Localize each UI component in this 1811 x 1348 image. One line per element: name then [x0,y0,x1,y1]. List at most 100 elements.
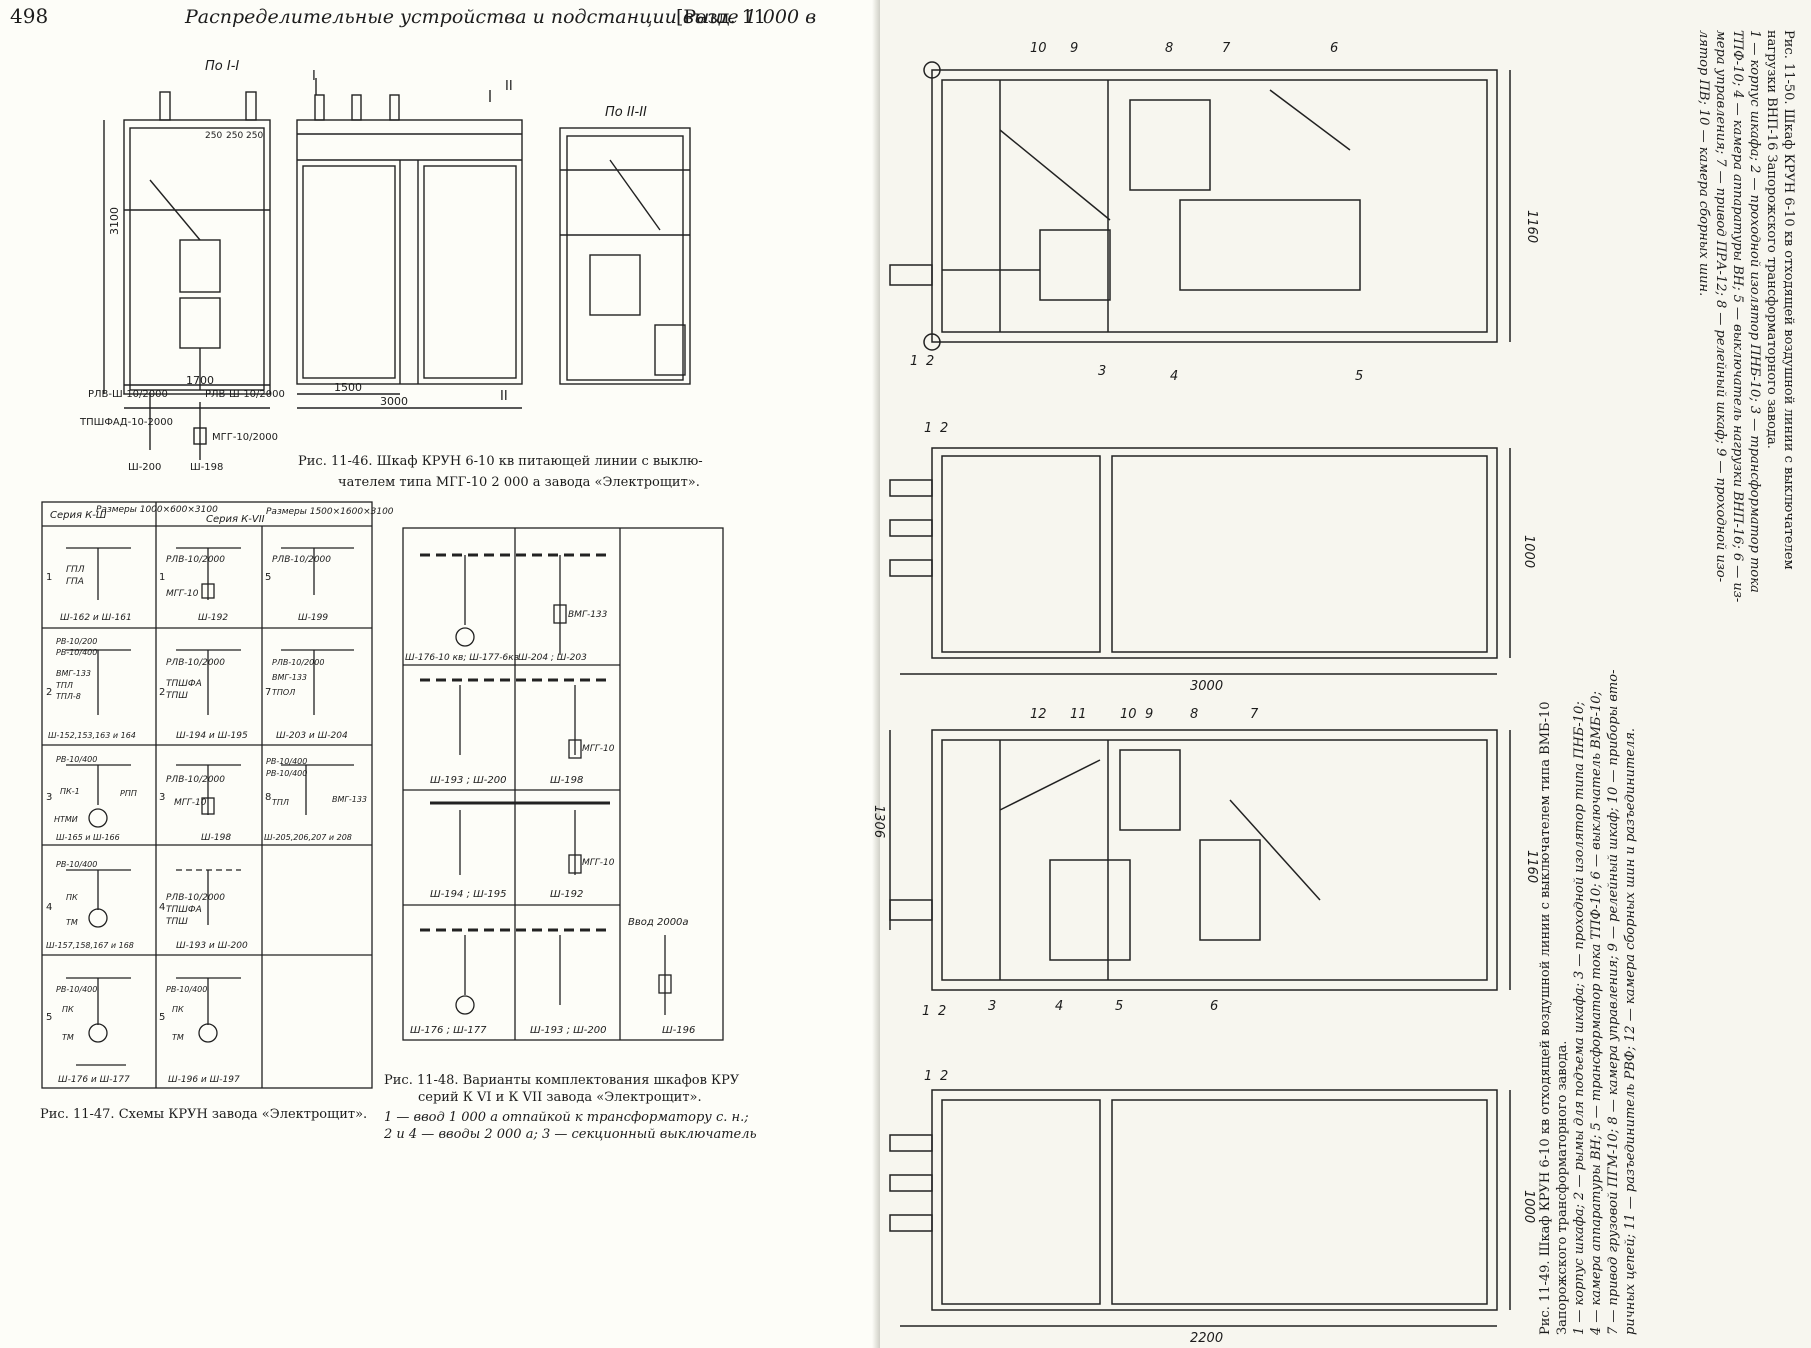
fig49-callout-11: 11 [1070,707,1087,722]
fig49-caption-line-4: 4 — камера аппаратуры ВН; 5 — трансформа… [1589,691,1604,1335]
row-num-5: 5 [46,1012,52,1023]
fig50-callout-7: 7 [1222,41,1231,56]
fig47-caption: Рис. 11-47. Схемы КРУН завода «Электрощи… [40,1107,368,1122]
cell-1-1-b: ГПА [66,577,84,587]
fig49-callout-10: 10 [1120,707,1137,722]
row-n3-1: 5 [265,572,271,583]
cell-5-1-d: Ш-176 и Ш-177 [58,1075,130,1085]
row-n2-1: 1 [159,572,165,583]
cell-3-3-b: РВ-10/400 [266,769,307,778]
fig50-callout-3: 3 [1098,364,1106,379]
fig49-drawing: 12 11 10 9 8 7 1 2 3 4 5 6 1 2 1306 1160… [871,707,1539,1346]
cell-3-1-b: ПК-1 [60,787,80,796]
cell-1-2-a: РЛВ-10/2000 [166,555,225,565]
fig48-row3-left: Ш-194 ; Ш-195 [430,889,507,900]
fig50-callout-2b: 2 [940,421,948,436]
cell-2-2-d: Ш-194 и Ш-195 [176,731,248,741]
fig49-callout-9: 9 [1145,707,1153,722]
cell-2-1-b: РВ-10/400 [56,648,97,657]
fig50-callout-9: 9 [1070,41,1078,56]
fig49-callout-5: 5 [1115,999,1123,1014]
fig46-drawing: По I-I По II-II I II II 3100 1700 1500 3… [79,59,691,473]
fig49-dim-1306: 1306 [871,805,886,838]
fig50-caption: Рис. 11-50. Шкаф КРУН 6-10 кв отходящей … [1695,30,1797,602]
fig50-callout-5: 5 [1355,369,1363,384]
cell-5-2-b: ПК [172,1005,184,1014]
dim-250-c: 250 [246,131,263,141]
row-n2-5: 5 [159,1012,165,1023]
fig49-caption-line-3: 1 — корпус шкафа; 2 — рымы для подъема ш… [1572,701,1587,1335]
cell-1-2-b: МГГ-10 [166,589,199,599]
cell-2-1-f: Ш-152,153,163 и 164 [48,731,136,740]
row-num-2: 2 [46,687,52,698]
cell-5-2-a: РВ-10/400 [166,985,207,994]
fig46-caption-2: чателем типа МГГ-10 2 000 а завода «Элек… [338,475,700,490]
cell-5-2-c: ТМ [172,1033,184,1042]
cell-1-3-b: Ш-199 [298,613,328,623]
cell-2-1-d: ТПЛ [56,681,73,690]
scheme-label-rlv1: РЛВ-Ш-10/2000 [88,389,168,400]
row-num-3: 3 [46,792,52,803]
fig48-caption-3: 1 — ввод 1 000 а отпайкой к трансформато… [384,1110,749,1125]
fig50-callout-4: 4 [1170,369,1178,384]
cell-3-3-e: Ш-205,206,207 и 208 [264,833,352,842]
page-number: 498 [10,4,49,28]
label-cut-2: II [505,79,513,94]
fig48-row3-right: Ш-192 [550,889,583,900]
row-n2-4: 4 [159,902,165,913]
fig48-caption-2: серий К VI и К VII завода «Электрощит». [418,1090,702,1105]
cell-3-1-c: РПП [120,789,137,798]
running-title: Распределительные устройства и подстанци… [185,6,817,28]
fig48-caption-4: 2 и 4 — вводы 2 000 а; 3 — секционный вы… [384,1127,757,1142]
fig49-callout-1b: 1 [924,1069,932,1084]
fig50-caption-line-5: мера управления; 7 — привод ПРА-12; 8 — … [1713,30,1728,583]
fig49-callout-1: 1 [922,1004,930,1019]
fig49-callout-6: 6 [1210,999,1218,1014]
fig49-callout-12: 12 [1030,707,1047,722]
cell-5-1-c: ТМ [62,1033,74,1042]
label-section-2: По II-II [605,105,647,120]
cell-2-3-b: ВМГ-133 [272,673,307,682]
fig49-caption-line-6: ричных цепей; 11 — разъединитель РВФ; 12… [1623,727,1638,1335]
cell-4-2-d: Ш-193 и Ш-200 [176,941,248,951]
cell-4-1-b: ПК [66,893,78,902]
fig48-row4-right: Ш-193 ; Ш-200 [530,1025,607,1036]
row-n3-3: 8 [265,792,271,803]
fig49-dim-2200: 2200 [1190,1331,1223,1346]
label-section-1: По I-I [205,59,239,74]
label-cut-3: II [500,389,508,404]
label-cut-1: I [312,69,316,84]
scheme-label-sh200: Ш-200 [128,462,161,473]
fig48-row2-device: МГГ-10 [582,744,615,754]
fig48-drawing: Ш-176-10 кв; Ш-177-6кв Ш-204 ; Ш-203 ВМГ… [402,527,724,1041]
fig49-callout-8: 8 [1190,707,1198,722]
cell-4-2-a: РЛВ-10/2000 [166,893,225,903]
fig50-caption-line-1: Рис. 11-50. Шкаф КРУН 6-10 кв отходящей … [1781,30,1796,570]
dim-3100: 3100 [108,207,121,235]
cell-5-1-b: ПК [62,1005,74,1014]
row-n2-2: 2 [159,687,165,698]
cell-1-1-c: Ш-162 и Ш-161 [60,613,132,623]
fig50-callout-2: 2 [926,354,934,369]
fig49-callout-3: 3 [988,999,996,1014]
fig48-row4-left: Ш-176 ; Ш-177 [410,1025,487,1036]
cell-3-1-d: НТМИ [54,815,78,824]
right-page: 10 9 8 7 6 1 2 3 4 5 1 2 1160 1000 3000 [871,0,1811,1348]
cell-4-1-a: РВ-10/400 [56,860,97,869]
cell-3-3-d: ТПЛ [272,798,289,807]
dim-3000: 3000 [380,395,408,408]
fig48-row3-device: МГГ-10 [582,858,615,868]
fig47-table: Серия К-Ш Размеры 1000×600×3100 Серия К-… [41,501,394,1089]
left-page: 498 Распределительные устройства и подст… [0,0,880,1348]
fig49-caption-line-5: 7 — привод грузовой ПГМ-10; 8 — камера у… [1606,669,1621,1335]
cell-4-2-b: ТПШФА [166,905,202,915]
fig49-caption-line-1: Рис. 11-49. Шкаф КРУН 6-10 кв отходящей … [1538,701,1553,1335]
cell-5-1-a: РВ-10/400 [56,985,97,994]
fig48-row2-left: Ш-193 ; Ш-200 [430,775,507,786]
row-num-4: 4 [46,902,52,913]
scheme-label-tpshfad: ТПШФАД-10-2000 [79,417,173,428]
fig48-row1-left: Ш-176-10 кв; Ш-177-6кв [405,653,519,663]
cell-4-2-c: ТПШ [166,917,188,927]
cell-3-2-b: МГГ-10 [174,798,207,808]
fig50-caption-line-6: лятор ПВ; 10 — камера сборных шин. [1696,30,1711,297]
